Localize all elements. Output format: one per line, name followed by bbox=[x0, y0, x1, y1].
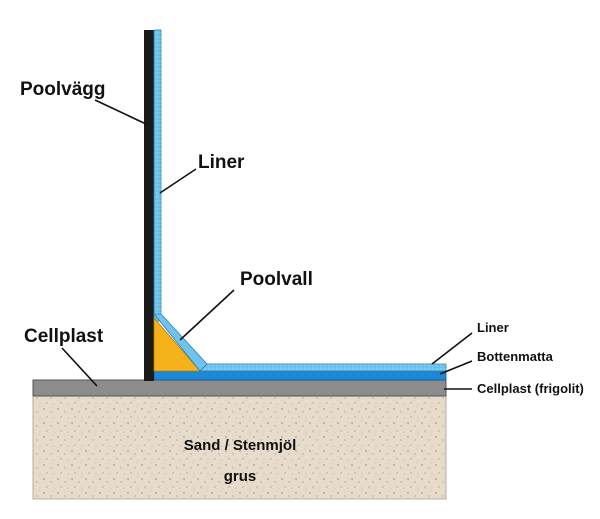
cellplast-layer bbox=[32, 379, 447, 397]
label-liner-top: Liner bbox=[198, 152, 245, 173]
poolvall-wedge bbox=[153, 316, 201, 372]
liner-floor-texture bbox=[200, 364, 446, 371]
label-bottenmatta: Bottenmatta bbox=[477, 349, 554, 364]
label-liner-right: Liner bbox=[477, 320, 509, 335]
label-poolvagg: Poolvägg bbox=[20, 79, 106, 100]
pool-wall bbox=[144, 30, 154, 381]
leader-liner-right bbox=[431, 332, 473, 365]
leader-cellplast-left bbox=[61, 347, 98, 387]
leader-poolvagg bbox=[94, 99, 147, 125]
label-sand-line1: Sand / Stenmjöl bbox=[184, 437, 297, 454]
liner-slope bbox=[153, 313, 208, 372]
sand-texture bbox=[33, 396, 446, 499]
liner-wall-texture bbox=[154, 30, 161, 321]
label-cellplast-left: Cellplast bbox=[24, 326, 104, 347]
leader-liner-top bbox=[159, 168, 197, 194]
label-sand-line2: grus bbox=[224, 468, 257, 485]
label-poolvall: Poolvall bbox=[240, 269, 313, 290]
bottenmatta-layer bbox=[153, 370, 447, 381]
leader-poolvall bbox=[179, 289, 235, 341]
label-cellplast-right: Cellplast (frigolit) bbox=[477, 381, 584, 396]
leader-bottenmatta bbox=[439, 360, 473, 375]
